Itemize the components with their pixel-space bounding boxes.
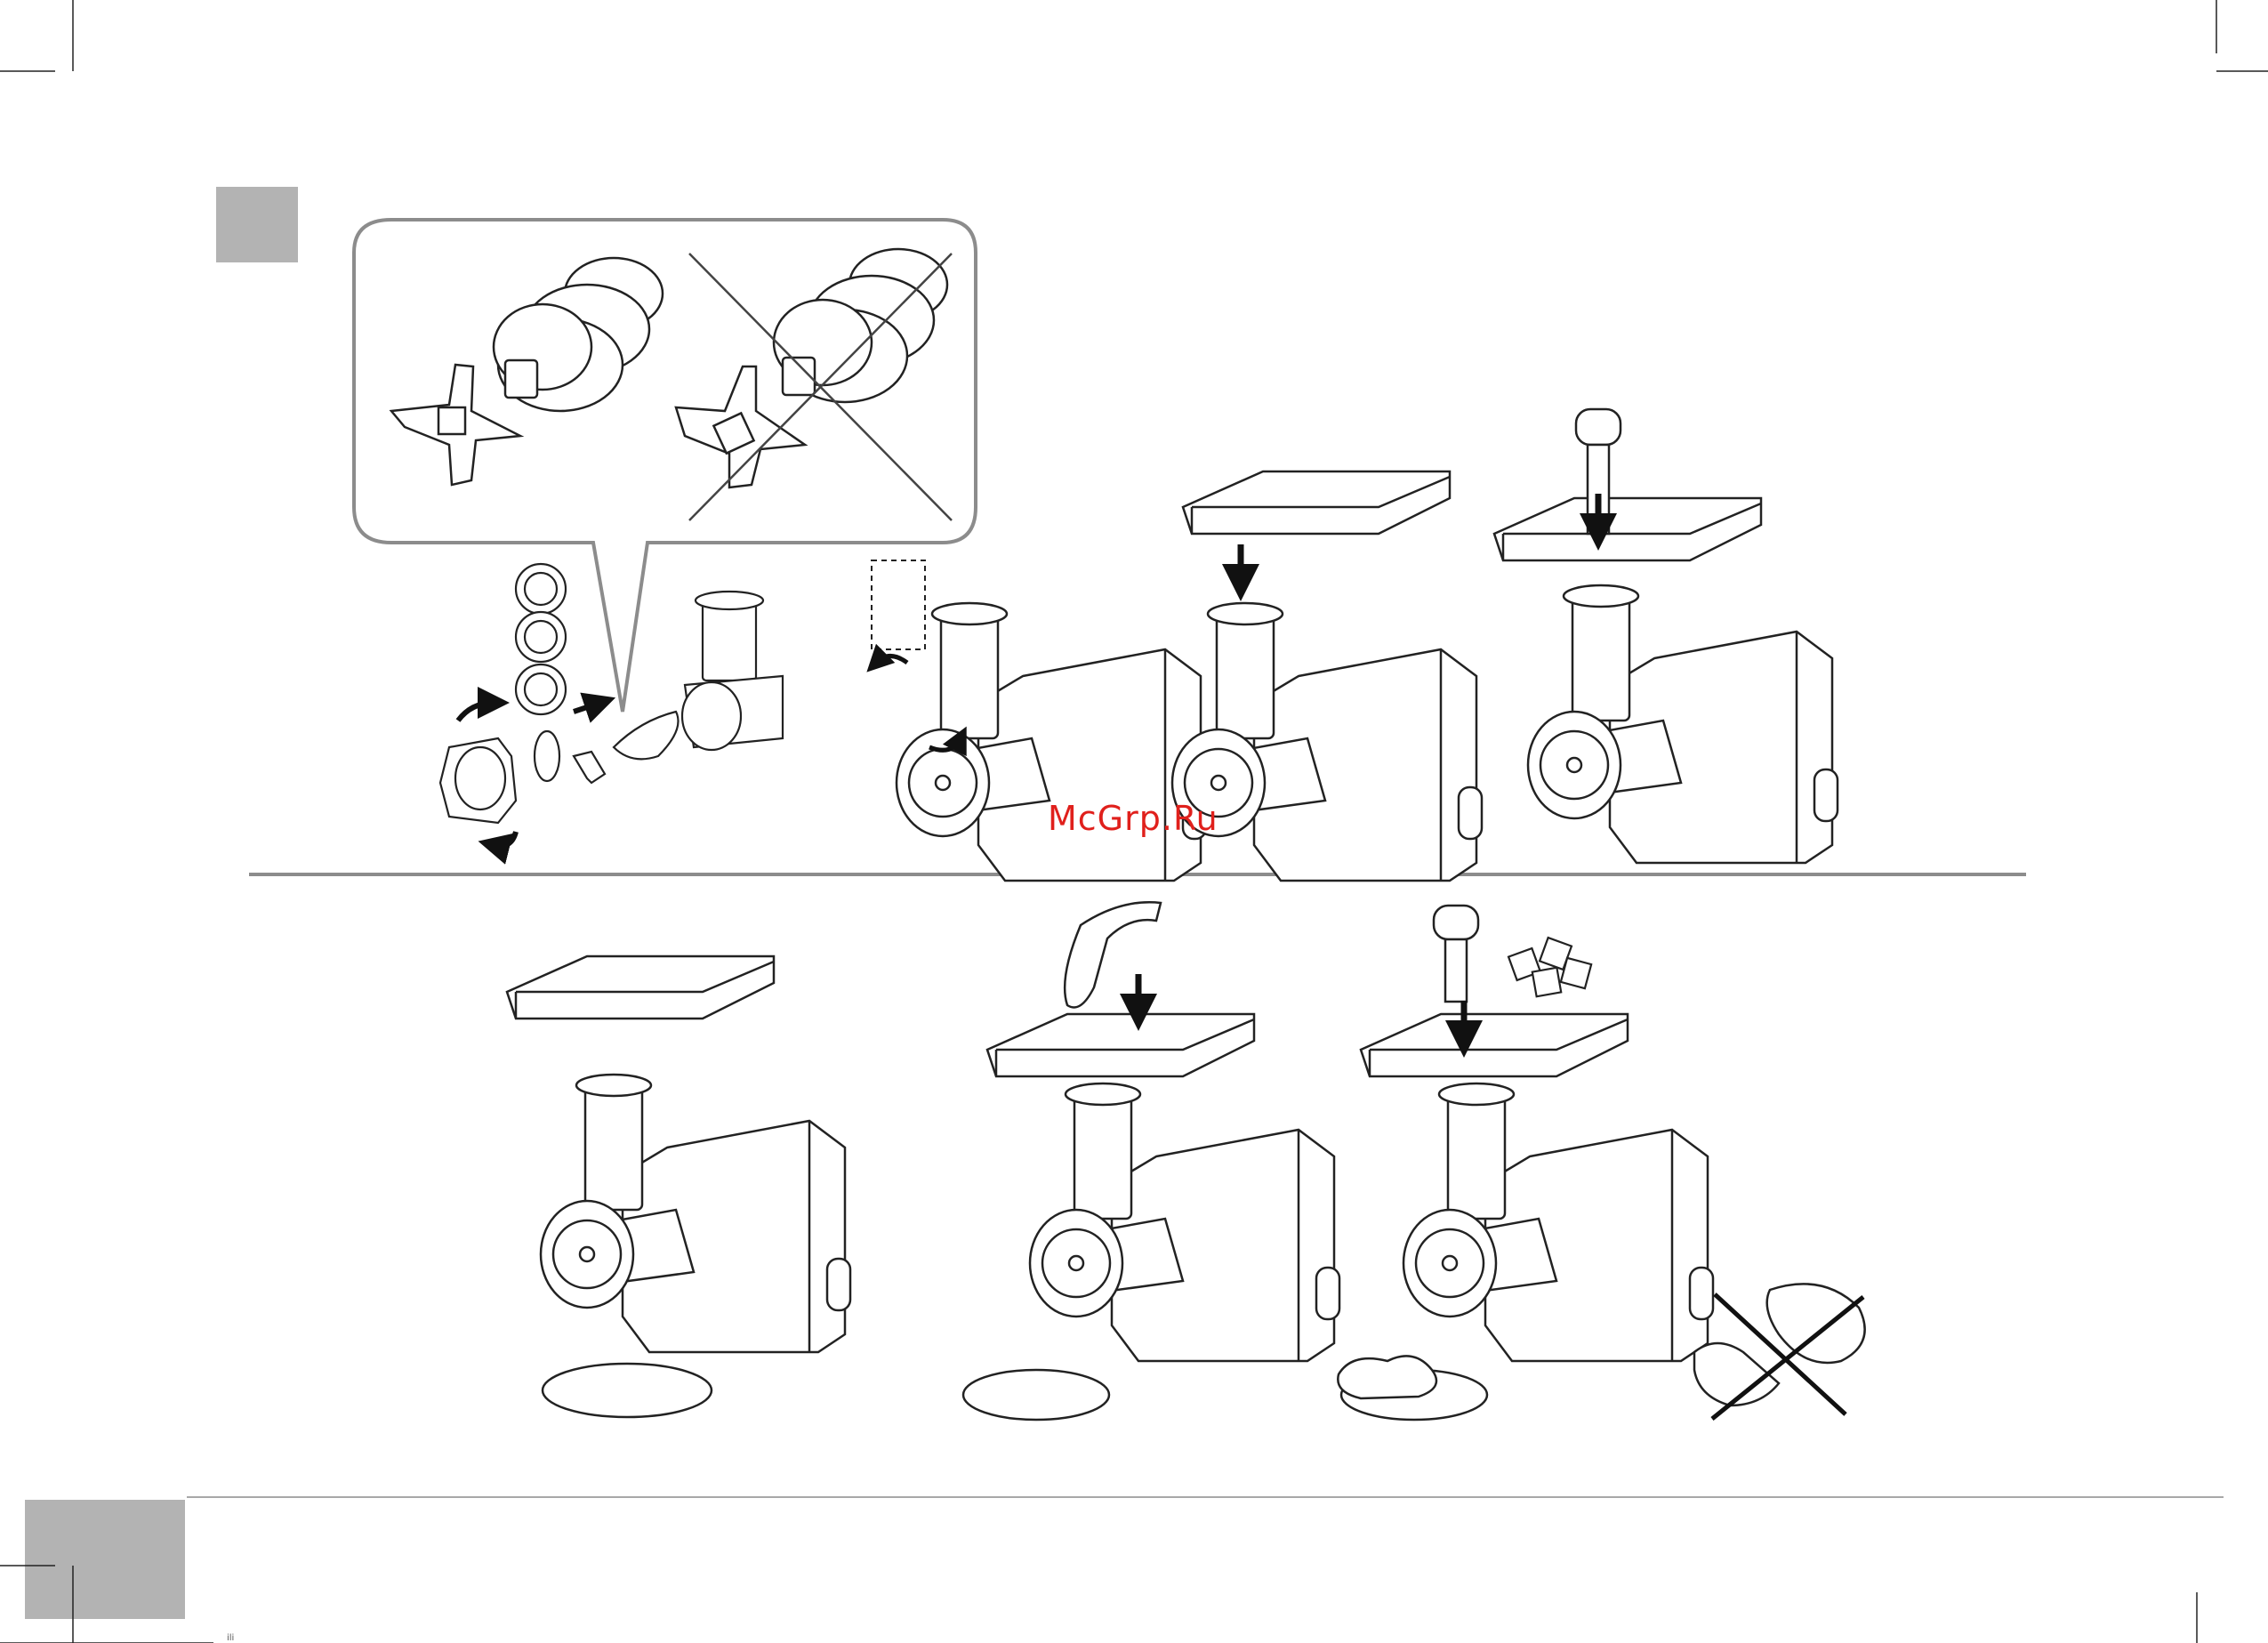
minced-meat: [1338, 1356, 1436, 1398]
footer-mark: ili: [227, 1633, 234, 1643]
watermark: McGrp.Ru: [1048, 799, 1218, 838]
callout-box: [354, 220, 976, 712]
tray-step-4: [1494, 498, 1761, 560]
grinder-bottom-3: [1403, 1083, 1713, 1361]
hand: [1065, 902, 1161, 1007]
dashed-neck-outline: [872, 560, 925, 649]
grinder-step-2: [897, 603, 1206, 881]
pusher: [1434, 906, 1478, 1002]
grinder-step-4: [1528, 585, 1838, 863]
plate: [963, 1370, 1109, 1420]
grinder-step-3: [1172, 603, 1482, 881]
tray-bottom-2: [987, 1014, 1254, 1076]
tray-bottom-3: [1361, 1014, 1628, 1076]
tray-bottom-1: [507, 956, 774, 1019]
plate: [543, 1364, 712, 1417]
grinder-bottom-2: [1030, 1083, 1339, 1361]
ice-cubes-icon: [1508, 938, 1591, 996]
grinder-bottom-1: [541, 1075, 850, 1352]
tray-step-3: [1183, 471, 1450, 534]
meat-bone-icon: [1694, 1284, 1865, 1405]
